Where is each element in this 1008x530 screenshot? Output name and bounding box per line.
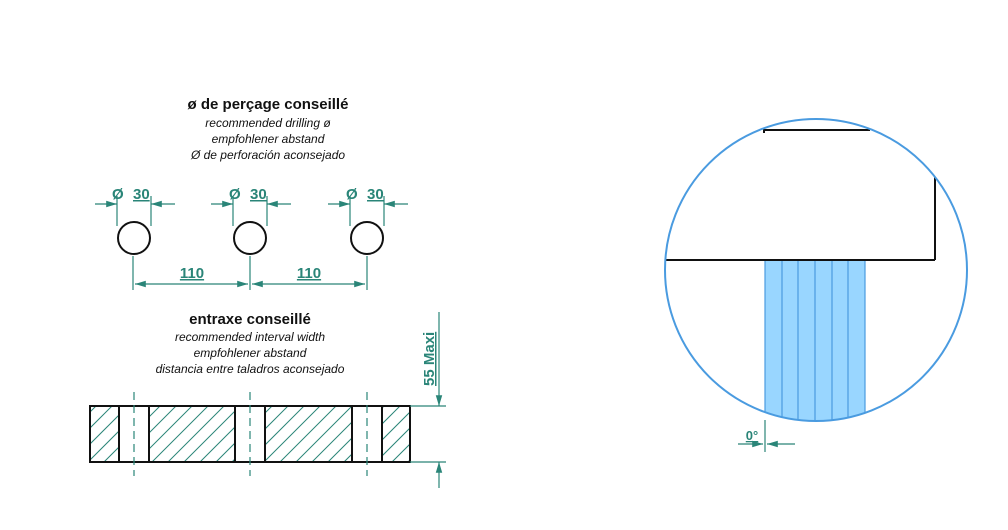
drill-subtitle-de: empfohlener abstand	[212, 132, 325, 146]
diameter-value-2: 30	[250, 186, 267, 203]
max-thickness-label: 55 Maxi	[421, 332, 438, 386]
diameter-symbol-1: Ø	[112, 186, 124, 203]
drill-subtitle-en: recommended drilling ø	[205, 116, 331, 130]
angle-label: 0°	[746, 428, 758, 443]
spacing-dimension: 110 110	[135, 265, 365, 288]
hatch-line	[440, 406, 496, 462]
hatch-line	[279, 406, 337, 462]
hatch-line	[183, 406, 241, 462]
drill-subtitle-es: Ø de perforación aconsejado	[190, 148, 345, 162]
hatch-line	[295, 406, 353, 462]
hatch-line	[151, 406, 209, 462]
diameter-value-1: 30	[133, 186, 150, 203]
diameter-symbol-2: Ø	[229, 186, 241, 203]
hatch-line	[263, 406, 321, 462]
interval-heading: entraxe conseillé recommended interval w…	[156, 311, 345, 376]
detail-view: 0°	[664, 118, 968, 452]
diameter-value-3: 30	[367, 186, 384, 203]
drill-hole-1	[117, 221, 151, 255]
hatch-line	[90, 406, 97, 413]
interval-subtitle-de: empfohlener abstand	[194, 346, 307, 360]
diameter-symbol-3: Ø	[346, 186, 358, 203]
hatch-line	[90, 406, 113, 429]
hatch-line	[167, 406, 225, 462]
spacing-label-1: 110	[180, 265, 204, 282]
hole-3: Ø 30	[328, 186, 408, 290]
hatch-line	[407, 459, 410, 462]
max-thickness-dimension: 55 Maxi	[410, 312, 446, 488]
drill-heading: ø de perçage conseillé recommended drill…	[188, 96, 349, 162]
hatching	[90, 406, 528, 462]
interval-subtitle-en: recommended interval width	[175, 330, 325, 344]
drill-title: ø de perçage conseillé	[188, 96, 349, 113]
hole-1: Ø 30	[95, 186, 175, 290]
hatch-line	[472, 406, 528, 462]
interval-subtitle-es: distancia entre taladros aconsejado	[156, 362, 345, 376]
drill-hole-2	[233, 221, 267, 255]
spacing-label-2: 110	[297, 265, 321, 282]
hatch-line	[391, 443, 410, 462]
hatch-line	[456, 406, 512, 462]
section-bar	[89, 392, 528, 476]
hatch-line	[375, 427, 410, 462]
hatch-line	[424, 406, 480, 462]
hole-2: Ø 30	[211, 186, 291, 290]
detail-circle	[664, 118, 968, 422]
interval-title: entraxe conseillé	[189, 311, 311, 328]
drill-hole-3	[350, 221, 384, 255]
